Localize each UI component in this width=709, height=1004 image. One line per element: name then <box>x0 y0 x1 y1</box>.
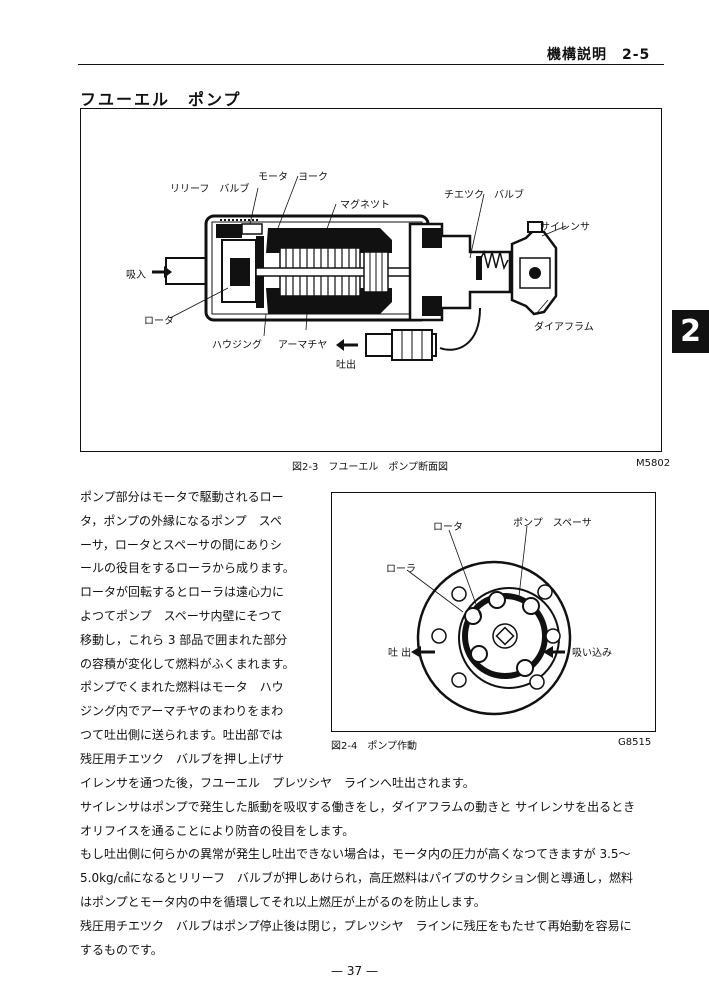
text-line: イレンサを通つた後，フユーエル プレツシヤ ラインへ吐出されます。 <box>80 776 475 790</box>
text-line: タ，ポンプの外縁になるポンプ スペ <box>80 513 282 528</box>
label-pump-spacer: ポンプ スペーサ <box>513 518 592 529</box>
label-discharge-fig2: 吐 出 <box>388 648 412 659</box>
text-line: オリフイスを通ることにより防音の役目をします。 <box>80 823 355 838</box>
fuel-pump-cross-section-diagram <box>152 175 567 361</box>
text-line: ーサ，ロータとスペーサの間にありシ <box>80 537 282 552</box>
text-line: 残圧用チエツク バルブはポンプ停止後は閉じ，プレツシヤ ラインに残圧をもたせて再… <box>80 918 632 933</box>
text-line: ールの役目をするローラから成ります。 <box>80 561 295 576</box>
chapter-tab: 2 <box>672 310 709 353</box>
figure-2-3-code: M5802 <box>636 458 671 469</box>
header-rule <box>78 64 664 65</box>
running-header-title: 機構説明 2-5 <box>547 47 651 63</box>
text-line: よつてポンプ スペーサ内壁にそつて <box>80 608 283 623</box>
body-text-left-column: ポンプ部分はモータで駆動されるロー タ，ポンプの外縁になるポンプ スペ ーサ，ロ… <box>80 486 320 772</box>
label-discharge: 吐出 <box>336 360 356 371</box>
text-line: 5.0kg/㎠になるとリリーフ バルブが押しあけられ，高圧燃料はパイプのサクショ… <box>80 871 633 886</box>
label-rotor-fig2: ロータ <box>433 522 463 533</box>
label-check-valve: チエツク バルブ <box>444 190 524 201</box>
label-magnet: マグネツト <box>340 200 390 211</box>
label-motor-yoke: モータ ヨーク <box>258 172 328 183</box>
page-number: — 37 — <box>331 964 378 978</box>
body-text-full-width: イレンサを通つた後，フユーエル プレツシヤ ラインへ吐出されます。 サイレンサは… <box>80 772 670 962</box>
figure-2-3-frame <box>80 108 662 452</box>
figure-2-4-code: G8515 <box>618 737 652 748</box>
figure-2-3-caption: 図2-3 フユーエル ポンプ断面図 <box>292 462 449 473</box>
text-line: はポンプとモータ内の中を循環してそれ以上燃圧が上がるのを防止します。 <box>80 894 486 909</box>
figure-2-4-caption: 図2-4 ポンプ作動 <box>331 741 418 752</box>
text-line: サイレンサはポンプで発生した脈動を吸収する働きをし，ダイアフラムの動きと サイレ… <box>80 799 636 814</box>
label-armature: アーマチヤ <box>278 340 328 351</box>
label-roller: ローラ <box>386 564 416 575</box>
text-line: ポンプ部分はモータで駆動されるロー <box>80 490 284 504</box>
text-line: ポンプでくまれた燃料はモータ ハウ <box>80 680 284 695</box>
text-line: ジング内でアーマチヤのまわりをまわ <box>80 704 284 719</box>
section-title: フユーエル ポンプ <box>80 90 242 109</box>
label-relief-valve: リリーフ バルブ <box>170 184 250 195</box>
label-diaphragm: ダイアフラム <box>534 322 594 333</box>
text-line: の容積が変化して燃料がふくまれます。 <box>80 656 295 671</box>
label-rotor: ロータ <box>144 316 174 327</box>
figure-2-4-frame <box>331 492 656 732</box>
pump-operation-diagram <box>406 525 572 716</box>
text-line: 残圧用チエツク バルブを押し上げサ <box>80 751 285 766</box>
label-housing: ハウジング <box>212 340 262 351</box>
text-line: 移動し，これら 3 部品で囲まれた部分 <box>80 632 288 647</box>
text-line: するものです。 <box>80 942 163 957</box>
label-suction: 吸い込み <box>572 648 612 659</box>
text-line: もし吐出側に何らかの異常が発生し吐出できない場合は，モータ内の圧力が高くなつてき… <box>80 847 631 862</box>
text-line: ロータが回転するとローラは遠心力に <box>80 585 285 600</box>
text-line: つて吐出側に送られます。吐出部では <box>80 727 283 742</box>
label-silencer: サイレンサ <box>540 222 590 233</box>
label-intake: 吸入 <box>126 270 146 281</box>
